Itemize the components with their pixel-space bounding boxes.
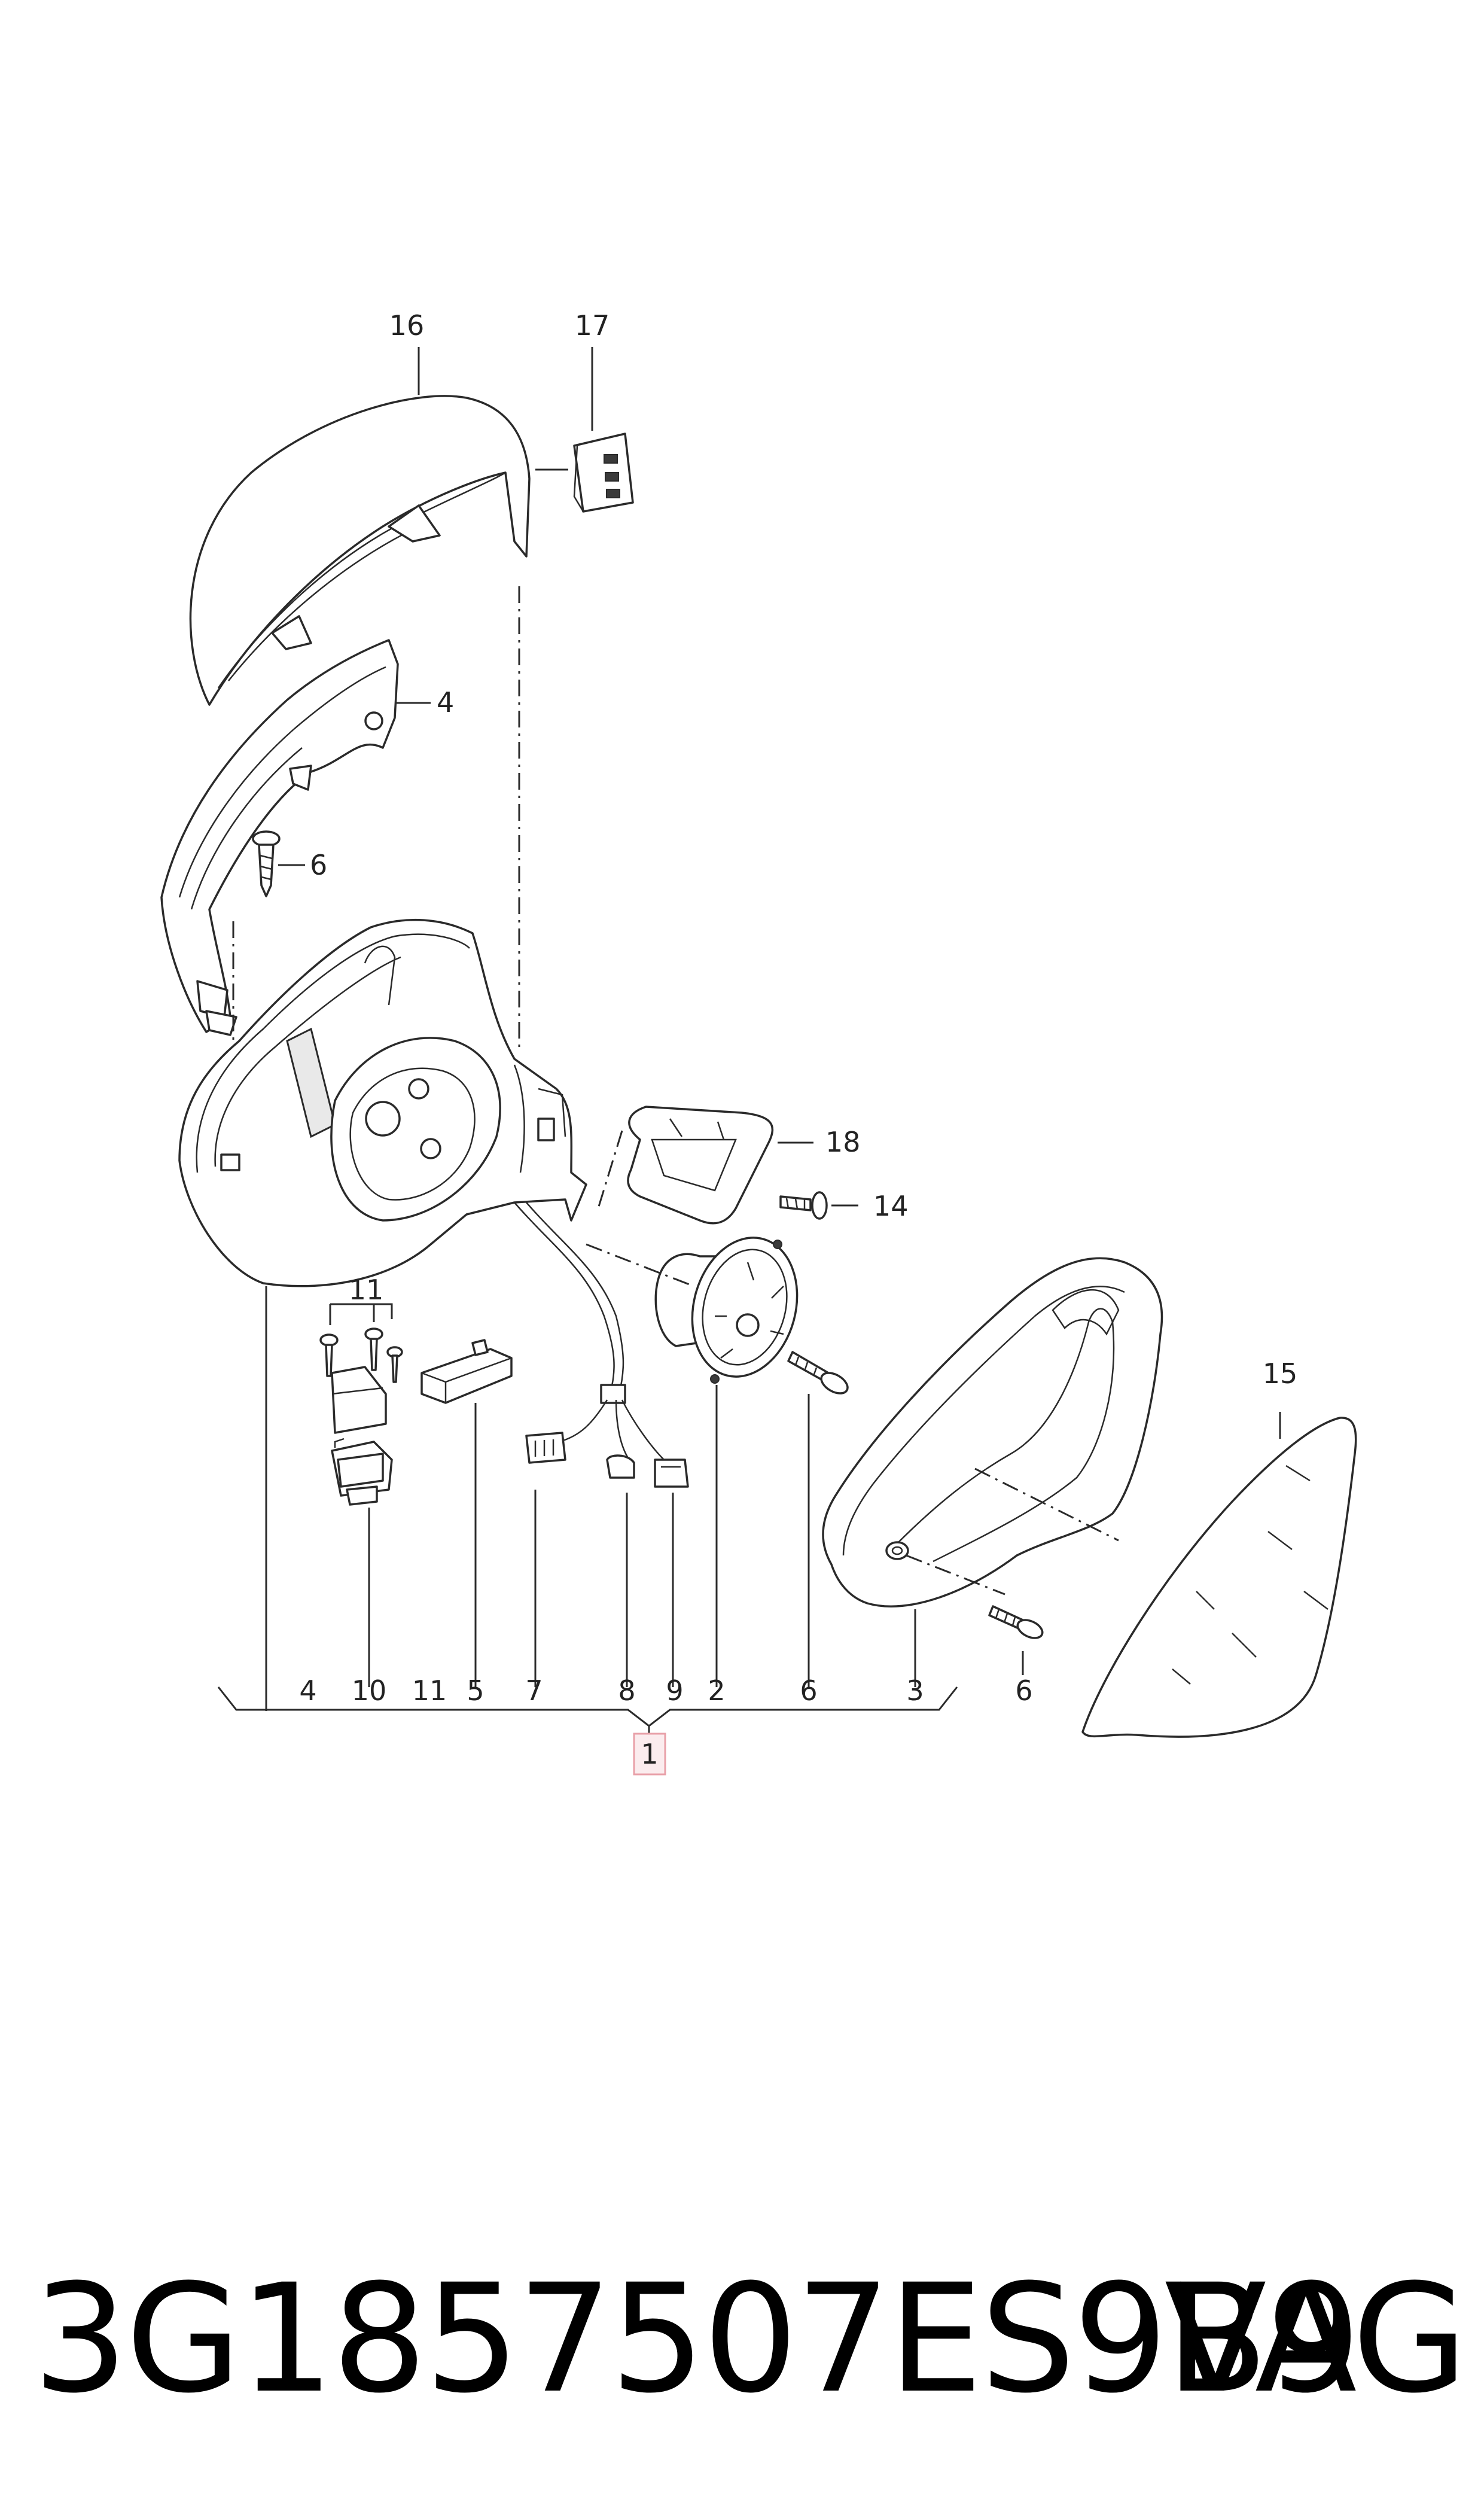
glass-carrier-part-3	[822, 1257, 1163, 1687]
callout-11-top: 11	[349, 1274, 384, 1306]
sensor-part-10	[319, 1303, 403, 1687]
control-unit-part-5	[420, 1339, 513, 1687]
screw-part-6-right	[988, 1605, 1044, 1675]
bottom-callout-9: 9	[666, 1674, 683, 1707]
part-number-footer: 3G1857507ES9B9 VAG	[24, 2249, 1471, 2429]
mirror-cap-part-16	[189, 395, 531, 706]
wiring-harness	[514, 1202, 689, 1687]
bottom-callout-7: 7	[525, 1674, 543, 1707]
bottom-callout-11: 11	[412, 1674, 447, 1707]
turn-signal-part-4	[160, 639, 399, 1059]
screw-part-14	[779, 1191, 858, 1220]
mirror-housing-base	[178, 918, 587, 1711]
frame-part-18	[597, 1106, 813, 1225]
bottom-callout-6: 6	[800, 1674, 817, 1707]
assembly-bracket	[217, 1686, 958, 1776]
bottom-callout-3: 3	[906, 1674, 924, 1707]
callout-4-top: 4	[437, 686, 454, 718]
motor-part-2	[586, 1237, 799, 1687]
mirror-glass-part-15	[1081, 1412, 1357, 1738]
brand-label: VAG	[1164, 2252, 1468, 2426]
callout-6-right: 6	[1015, 1674, 1032, 1707]
clip-part-17	[535, 433, 634, 513]
callout-14: 14	[873, 1190, 909, 1222]
bottom-callout-2: 2	[708, 1674, 725, 1707]
bottom-callout-4: 4	[299, 1674, 316, 1707]
assembly-box	[633, 1733, 666, 1776]
callout-17: 17	[575, 309, 610, 342]
part-number-code: 3G1857507ES9B9	[33, 2252, 1361, 2426]
bottom-callout-5: 5	[467, 1674, 484, 1707]
callout-18: 18	[825, 1126, 861, 1158]
assembly-callout-1: 1	[641, 1738, 658, 1770]
bottom-callout-10: 10	[352, 1674, 387, 1707]
callout-16: 16	[389, 309, 425, 342]
callout-6-top: 6	[310, 849, 327, 881]
screw-part-6-top	[252, 830, 305, 897]
bottom-callout-8: 8	[618, 1674, 635, 1707]
screw-part-6-mid	[787, 1351, 849, 1687]
callout-15: 15	[1263, 1357, 1298, 1390]
